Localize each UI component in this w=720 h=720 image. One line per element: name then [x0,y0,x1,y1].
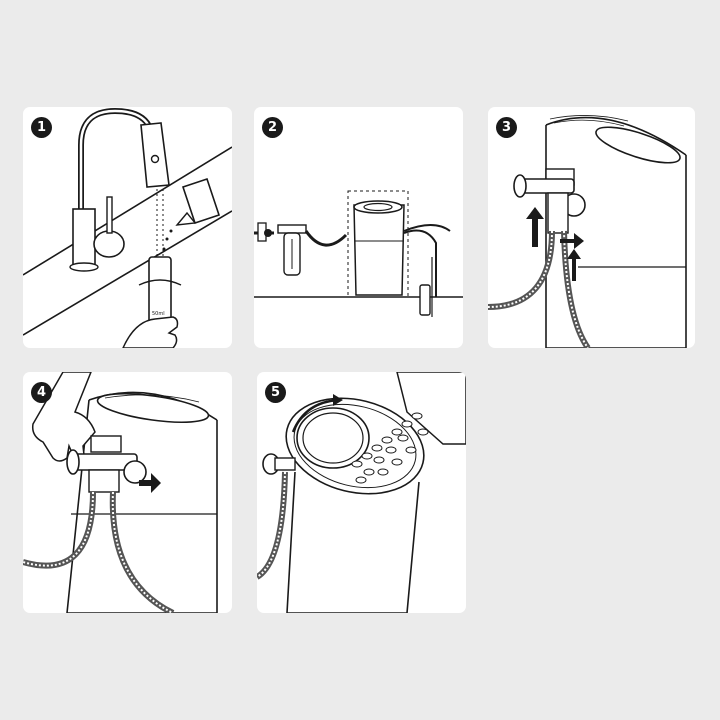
valve-icon [254,222,274,242]
hand-icon [122,316,179,348]
step-5-illustration [257,372,466,613]
reagent-bottle-icon [162,177,221,251]
drain-clamp-icon [419,257,433,317]
valve-icon [513,168,586,234]
dispenser-unit-icon [347,190,409,298]
step-number-badge: 2 [262,117,283,138]
test-vial-icon: 50ml [138,256,182,328]
step-number-badge: 3 [496,117,517,138]
step-number-badge: 1 [31,117,52,138]
step-3-illustration [488,115,687,348]
filter-lid [296,407,370,469]
step-3-panel: 3 [488,107,695,348]
step-4-panel: 4 [23,372,232,613]
direction-arrow-icon [139,473,161,493]
braided-hose-icon [488,230,591,348]
valve-icon [262,453,296,475]
step-4-illustration [23,372,218,613]
step-2-illustration [254,190,463,317]
step-5-panel: 5 [257,372,466,613]
step-number-badge: 4 [31,382,52,403]
valve-icon [66,435,147,493]
braided-hose-icon [257,471,288,580]
step-1-panel: 1 50ml [23,107,232,348]
braided-hose-icon [304,224,451,297]
dispenser-unit-icon [545,115,687,348]
step-number-badge: 5 [265,382,286,403]
direction-arrow-icon [526,207,584,281]
pre-filter-icon [277,224,307,276]
vial-graduation-label: 50ml [152,311,165,317]
faucet-icon [69,107,170,272]
water-stream [156,189,164,257]
step-2-panel: 2 [254,107,463,348]
braided-hose-icon [23,491,175,613]
filter-media-icon [351,372,466,484]
step-1-illustration: 50ml [23,107,232,348]
